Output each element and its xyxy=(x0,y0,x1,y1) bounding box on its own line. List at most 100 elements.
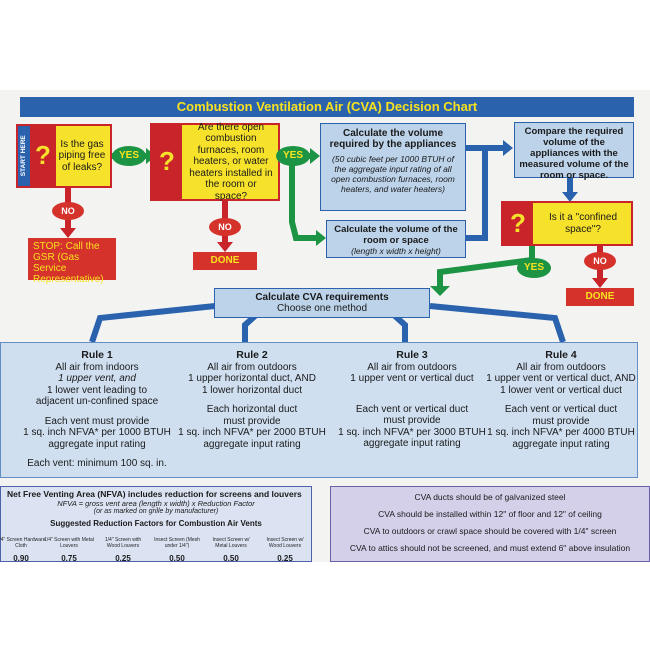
question-gas-leaks: START HERE ? Is the gas piping free of l… xyxy=(16,124,112,188)
rule-line: 1 upper vent, and xyxy=(58,373,136,384)
reduction-factor-value: 0.50 xyxy=(169,554,185,563)
rule-provide: Each vent or vertical duct xyxy=(355,403,469,415)
rule-provide: Each vent or vertical duct xyxy=(504,404,618,415)
question-open-combustion: ? Are there open combustion furnaces, ro… xyxy=(150,121,280,202)
question-mark-icon: ? xyxy=(152,125,182,199)
rule-provide: aggregate input rating xyxy=(512,438,610,450)
calc-volume-required: Calculate the volume required by the app… xyxy=(320,123,466,211)
rule-extra: Each vent: minimum 100 sq. in. xyxy=(27,458,167,469)
rule-line: All air from outdoors xyxy=(367,361,457,373)
cva-note: CVA ducts should be of galvanized steel xyxy=(414,492,566,502)
question-gas-leaks-text: Is the gas piping free of leaks? xyxy=(58,138,106,173)
rule-provide: 1 sq. inch NFVA* per 1000 BTUH xyxy=(23,427,171,438)
cva-requirements: Calculate CVA requirements Choose one me… xyxy=(214,288,430,318)
branch-rule3 xyxy=(392,313,408,342)
branch-rule4 xyxy=(429,303,566,343)
rule-name: Rule 1 xyxy=(81,349,113,361)
arrowhead-q2-no xyxy=(217,242,233,252)
reduction-column-header: 1/4" Screen with Wood Louvers xyxy=(104,537,142,549)
rule-name: Rule 3 xyxy=(396,349,428,361)
rule-provide: must provide xyxy=(223,415,281,427)
rule-provide: aggregate input rating xyxy=(203,438,301,450)
calc-room-volume: Calculate the volume of the room or spac… xyxy=(326,220,466,258)
reduction-column-header: Insect Screen w/ Metal Louvers xyxy=(212,537,250,549)
cva-note: CVA to outdoors or crawl space should be… xyxy=(363,526,617,536)
rule-provide: 1 sq. inch NFVA* per 4000 BTUH xyxy=(487,427,635,438)
arrowhead-q2-volume xyxy=(310,148,320,164)
reduction-column-header: 1/4" Screen Hardware Cloth xyxy=(0,537,46,549)
rule-provide: Each vent must provide xyxy=(44,415,150,427)
stop-call-gsr: STOP: Call the GSR (Gas Service Represen… xyxy=(28,238,116,285)
branch-rule2 xyxy=(242,313,258,342)
rule-provide: aggregate input rating xyxy=(48,438,146,450)
question-open-combustion-text: Are there open combustion furnaces, room… xyxy=(189,121,273,202)
connector-volumes-compare xyxy=(465,145,505,241)
calc-volume-note: (50 cubic feet per 1000 BTUH of the aggr… xyxy=(331,154,455,194)
cva-subtitle: Choose one method xyxy=(276,303,368,314)
arrowhead-q3-no xyxy=(592,278,608,288)
no-badge-q3: NO xyxy=(584,252,616,270)
rule-2: Rule 2 All air from outdoors 1 upper hor… xyxy=(172,349,332,450)
rule-3: Rule 3 All air from outdoors 1 upper ven… xyxy=(332,349,492,450)
rules-panel xyxy=(0,342,638,478)
rule-line: All air from indoors xyxy=(55,361,139,373)
calc-room-title: Calculate the volume of the room or spac… xyxy=(334,224,458,246)
calc-room-note: (length x width x height) xyxy=(351,246,441,256)
reduction-column-header: Insect Screen w/ Wood Louvers xyxy=(266,537,304,549)
rule-line: All air from outdoors xyxy=(516,361,606,373)
rule-line: All air from outdoors xyxy=(207,361,297,373)
reduction-column-header: 1/4" Screen with Metal Louvers xyxy=(44,537,94,549)
reduction-factor-value: 0.90 xyxy=(13,554,29,563)
question-confined-space: ? Is it a "confined space"? xyxy=(501,201,633,246)
reduction-factor-value: 0.75 xyxy=(61,554,77,563)
rule-line: 1 lower vent leading to xyxy=(46,384,148,396)
rule-provide: 1 sq. inch NFVA* per 3000 BTUH xyxy=(338,426,486,438)
nfva-formula-note: (or as marked on grille by manufacturer) xyxy=(93,508,219,515)
rule-line: 1 lower vent or vertical duct xyxy=(500,384,622,396)
rule-provide: Each horizontal duct xyxy=(206,404,298,415)
rule-1: Rule 1 All air from indoors 1 upper vent… xyxy=(22,349,172,470)
arrowhead-q1-no xyxy=(60,228,76,238)
connector-q3-cva xyxy=(437,246,535,288)
reduction-factor-value: 0.25 xyxy=(277,554,293,563)
connector-q2-room xyxy=(289,160,318,241)
cva-note: CVA should be installed within 12" of fl… xyxy=(378,509,602,519)
rule-provide: 1 sq. inch NFVA* per 2000 BTUH xyxy=(178,427,326,438)
start-here-strip: START HERE xyxy=(18,126,30,186)
arrowhead-volumes-compare xyxy=(503,140,513,156)
rule-name: Rule 2 xyxy=(236,349,268,361)
yes-badge-q3: YES xyxy=(517,258,551,278)
nfva-heading: Net Free Venting Area (NFVA) includes re… xyxy=(7,489,302,499)
reduction-column-header: Insect Screen (Mesh under 1/4") xyxy=(154,537,200,549)
yes-badge-q1: YES xyxy=(112,146,146,166)
rule-provide: must provide xyxy=(383,415,441,426)
rule-line: 1 upper horizontal duct, AND xyxy=(188,373,316,384)
question-mark-icon: ? xyxy=(30,126,56,186)
rule-4: Rule 4 All air from outdoors 1 upper ven… xyxy=(484,349,638,450)
rule-provide: aggregate input rating xyxy=(363,438,461,449)
chart-title: Combustion Ventilation Air (CVA) Decisio… xyxy=(20,97,634,117)
question-confined-space-text: Is it a "confined space"? xyxy=(548,212,618,235)
rule-line: 1 upper vent or vertical duct xyxy=(350,373,474,384)
done-q2: DONE xyxy=(193,252,257,270)
cva-notes-panel: CVA ducts should be of galvanized steel … xyxy=(330,486,650,562)
nfva-panel: Net Free Venting Area (NFVA) includes re… xyxy=(0,486,312,562)
no-badge-q2: NO xyxy=(209,218,241,236)
arrowhead-q2-room xyxy=(316,230,326,246)
no-badge-q1: NO xyxy=(52,202,84,220)
rule-line: adjacent un-confined space xyxy=(35,396,159,407)
rule-line: 1 upper vent or vertical duct, AND xyxy=(486,373,636,384)
reduction-factor-value: 0.50 xyxy=(223,554,239,563)
branch-rule1 xyxy=(89,303,216,343)
question-mark-icon: ? xyxy=(503,203,533,244)
reduction-table-title: Suggested Reduction Factors for Combusti… xyxy=(50,519,262,528)
arrowhead-compare-q3 xyxy=(562,192,578,202)
cva-title: Calculate CVA requirements xyxy=(255,292,389,303)
rule-provide: must provide xyxy=(532,415,590,427)
reduction-factor-value: 0.25 xyxy=(115,554,131,563)
start-here-label: START HERE xyxy=(20,135,28,177)
yes-badge-q2: YES xyxy=(276,146,310,166)
arrowhead-q3-cva xyxy=(430,286,450,296)
rule-name: Rule 4 xyxy=(545,349,577,361)
cva-note: CVA to attics should not be screened, an… xyxy=(349,543,631,553)
